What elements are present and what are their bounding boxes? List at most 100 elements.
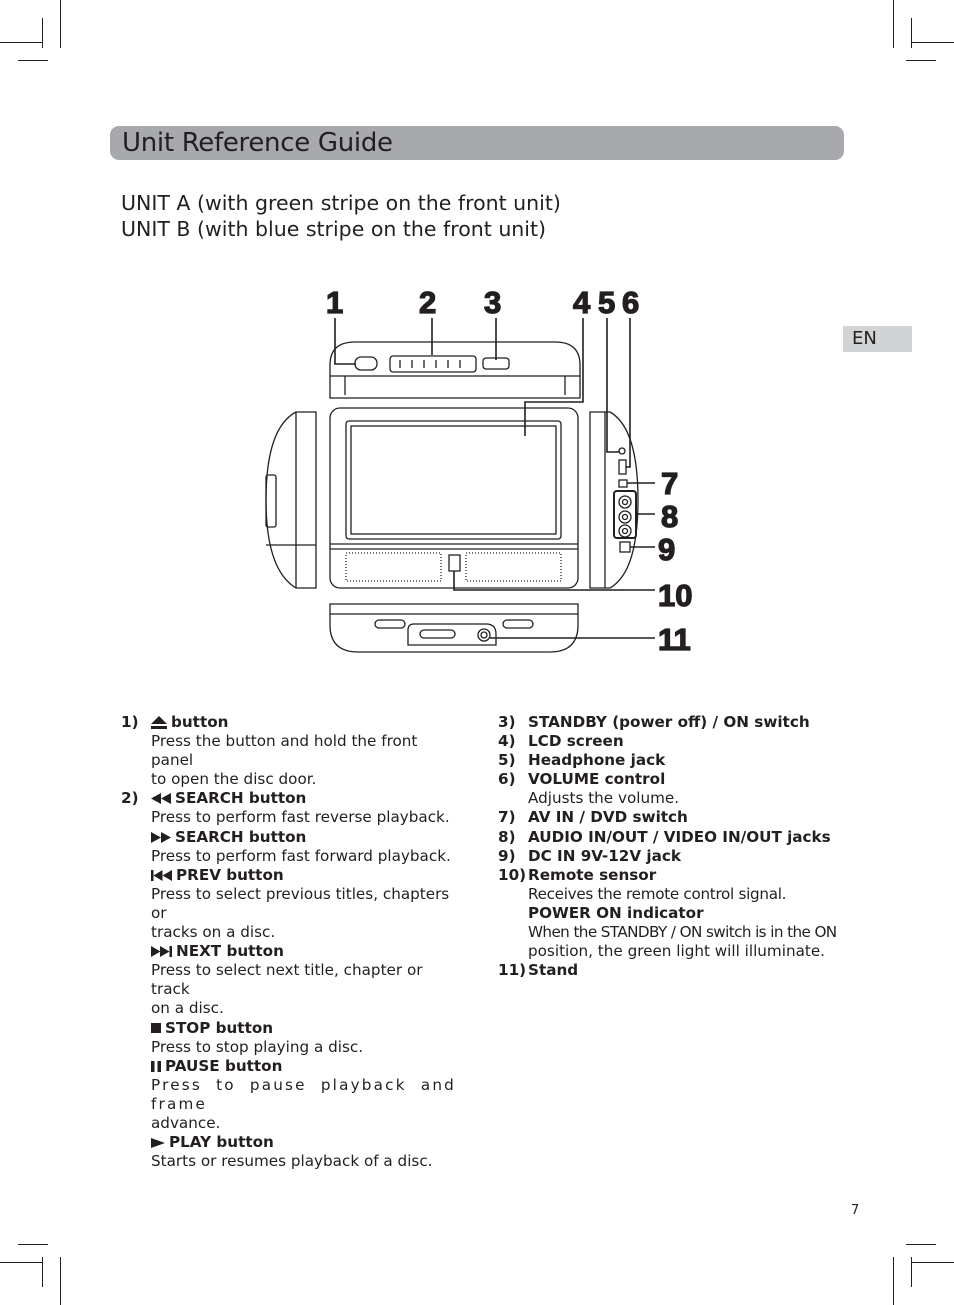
item-title-text: NEXT button (176, 942, 284, 961)
crop-mark (906, 1244, 936, 1245)
crop-mark (0, 42, 42, 43)
page-title: Unit Reference Guide (122, 128, 393, 158)
item-description: to open the disc door. (151, 770, 317, 789)
right-column: 3) STANDBY (power off) / ON switch 4) LC… (498, 713, 843, 980)
item-number: 6) (498, 770, 516, 789)
crop-mark (60, 0, 61, 48)
language-label: EN (852, 328, 877, 349)
callout-11: 11 (658, 622, 691, 657)
item-title: PREV button (151, 866, 456, 885)
item-description: Press to perform fast reverse playback. (151, 808, 450, 827)
item-number: 1) (121, 713, 139, 731)
previous-track-icon (151, 869, 172, 881)
crop-mark (18, 1244, 48, 1245)
item-description: advance. (151, 1113, 221, 1132)
callout-9: 9 (658, 532, 675, 567)
item-number: 10) (498, 865, 527, 884)
item-title-text: STOP button (165, 1018, 274, 1037)
unit-b-label: UNIT B (with blue stripe on the front un… (121, 217, 547, 241)
list-item: 3) STANDBY (power off) / ON switch (498, 713, 843, 732)
language-tab: EN (843, 326, 912, 352)
callout-4: 4 (573, 285, 591, 320)
item-number: 5) (498, 751, 516, 770)
callout-5: 5 (598, 285, 615, 320)
callout-7: 7 (661, 466, 678, 501)
page-number: 7 (851, 1203, 860, 1218)
crop-mark (0, 1262, 42, 1263)
item-title: SEARCH button (151, 828, 456, 847)
crop-mark (906, 60, 936, 61)
list-item: 4) LCD screen (498, 732, 843, 751)
callout-6: 6 (622, 285, 639, 320)
item-description: Adjusts the volume. (528, 789, 680, 808)
crop-mark (893, 0, 894, 48)
item-description: Press to pause playback and frame (151, 1075, 456, 1113)
item-description: Press to select previous titles, chapter… (151, 884, 450, 922)
item-title: PLAY button (151, 1133, 456, 1152)
item-title: STANDBY (power off) / ON switch (528, 713, 810, 731)
item-title: Remote sensor (528, 865, 657, 884)
item-title: Headphone jack (528, 751, 666, 770)
item-title: AUDIO IN/OUT / VIDEO IN/OUT jacks (528, 827, 831, 846)
section-header: Unit Reference Guide (110, 126, 844, 160)
list-item: 8) AUDIO IN/OUT / VIDEO IN/OUT jacks (498, 828, 843, 847)
stop-icon (151, 1023, 161, 1033)
item-description: Press to stop playing a disc. (151, 1037, 364, 1056)
item-title-text: SEARCH button (175, 827, 307, 846)
item-title-text: button (171, 713, 229, 731)
item-title: SEARCH button (151, 789, 456, 808)
callout-2: 2 (419, 285, 436, 320)
list-item: 1) button Press the button and hold the … (121, 713, 456, 789)
crop-mark (911, 1257, 912, 1287)
item-description: Starts or resumes playback of a disc. (151, 1152, 433, 1171)
item-number: 4) (498, 732, 516, 751)
item-number: 3) (498, 713, 516, 731)
item-number: 7) (498, 808, 516, 827)
item-title: NEXT button (151, 942, 456, 961)
crop-mark (42, 1257, 43, 1287)
item-description: When the STANDBY / ON switch is in the O… (528, 923, 837, 942)
fast-forward-icon (151, 831, 171, 843)
item-title-text: PREV button (176, 865, 284, 884)
item-title: button (151, 713, 456, 732)
list-item: 11) Stand (498, 961, 843, 980)
crop-mark (893, 1257, 894, 1305)
unit-diagram: 1 2 3 4 5 6 7 8 9 10 11 (265, 284, 693, 658)
crop-mark (42, 18, 43, 48)
item-number: 11) (498, 961, 527, 980)
rewind-icon (151, 793, 171, 805)
list-item: 9) DC IN 9V-12V jack (498, 847, 843, 866)
item-title: AV IN / DVD switch (528, 808, 688, 827)
bottom-view (329, 603, 579, 653)
pause-icon (151, 1060, 161, 1072)
crop-mark (60, 1257, 61, 1305)
crop-mark (911, 18, 912, 48)
top-view (329, 341, 581, 399)
item-title: VOLUME control (528, 770, 666, 789)
callout-8: 8 (661, 499, 678, 534)
callout-3: 3 (484, 285, 501, 320)
item-number: 8) (498, 827, 516, 846)
crop-mark (912, 1262, 954, 1263)
eject-icon (151, 716, 167, 729)
item-title: PAUSE button (151, 1057, 456, 1076)
left-column: 1) button Press the button and hold the … (121, 713, 456, 1171)
item-title: Stand (528, 961, 579, 980)
callout-1: 1 (326, 285, 343, 320)
item-number: 9) (498, 846, 516, 865)
item-title-text: PAUSE button (165, 1056, 283, 1075)
crop-mark (18, 60, 48, 61)
item-title: LCD screen (528, 732, 624, 751)
item-title: STOP button (151, 1019, 456, 1038)
list-item: 7) AV IN / DVD switch (498, 808, 843, 827)
front-view (329, 407, 579, 589)
play-icon (151, 1137, 165, 1148)
list-item: 10) Remote sensor Receives the remote co… (498, 866, 843, 961)
item-description: on a disc. (151, 999, 224, 1018)
leader-lines (334, 318, 655, 639)
list-item: 2) SEARCH button Press to perform fast r… (121, 789, 456, 1171)
item-description: tracks on a disc. (151, 923, 276, 942)
item-description: Press to select next title, chapter or t… (151, 961, 423, 999)
item-number: 2) (121, 789, 139, 808)
item-description: Receives the remote control signal. (528, 884, 787, 903)
